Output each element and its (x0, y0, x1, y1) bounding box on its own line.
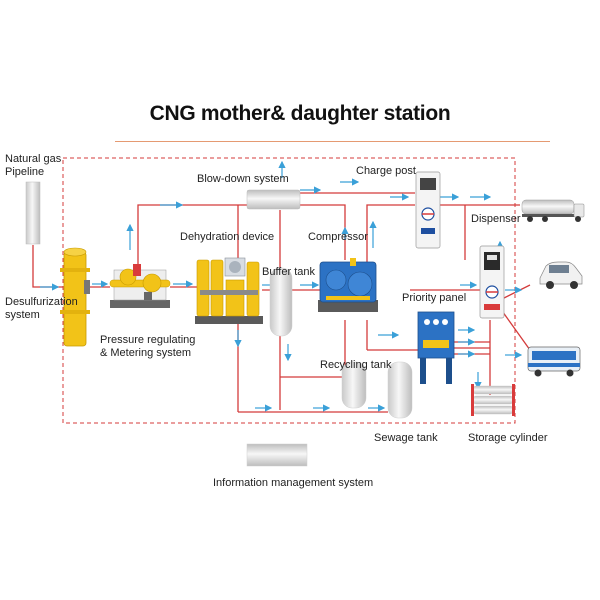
label-priority-panel: Priority panel (402, 292, 467, 304)
title-underline (115, 141, 550, 142)
information-management-system-icon (246, 443, 308, 467)
label-compressor: Compressor (308, 231, 368, 243)
page-title: CNG mother& daughter station (149, 102, 451, 125)
tube-trailer-truck-icon (521, 199, 585, 222)
dehydration-device-icon (195, 257, 263, 324)
label-storage-cylinder: Storage cylinder (468, 432, 548, 444)
bus-icon (527, 346, 581, 377)
priority-panel-icon (417, 311, 455, 384)
recycling-tank-icon (341, 361, 367, 409)
label-information-management-system: Information management system (213, 477, 374, 489)
label-dispenser: Dispenser (471, 213, 521, 225)
charge-post-icon (415, 171, 441, 249)
label-sewage-tank: Sewage tank (374, 432, 438, 444)
car-icon (539, 261, 583, 289)
natural-gas-pipeline-icon (25, 181, 41, 245)
flow-arrows (40, 160, 523, 412)
label-buffer-tank: Buffer tank (262, 266, 315, 278)
desulfurization-tower-icon (60, 247, 90, 347)
label-blow-down-system: Blow-down system (197, 173, 289, 185)
storage-cylinder-icon (471, 384, 515, 416)
pressure-regulating-skid-icon (109, 264, 171, 308)
label-recycling-tank: Recycling tank (320, 359, 392, 371)
label-desulfurization: Desulfurization system (5, 296, 78, 321)
buffer-tank-icon (269, 267, 293, 337)
compressor-icon (318, 258, 378, 312)
label-charge-post: Charge post (356, 165, 416, 177)
label-pressure-regulating: Pressure regulating & Metering system (100, 334, 196, 359)
sewage-tank-icon (387, 361, 413, 419)
blow-down-cylinder-icon (246, 189, 301, 210)
dispenser-icon (479, 245, 505, 319)
label-natural-gas-pipeline: Natural gas Pipeline (5, 153, 62, 178)
label-dehydration-device: Dehydration device (180, 231, 275, 243)
